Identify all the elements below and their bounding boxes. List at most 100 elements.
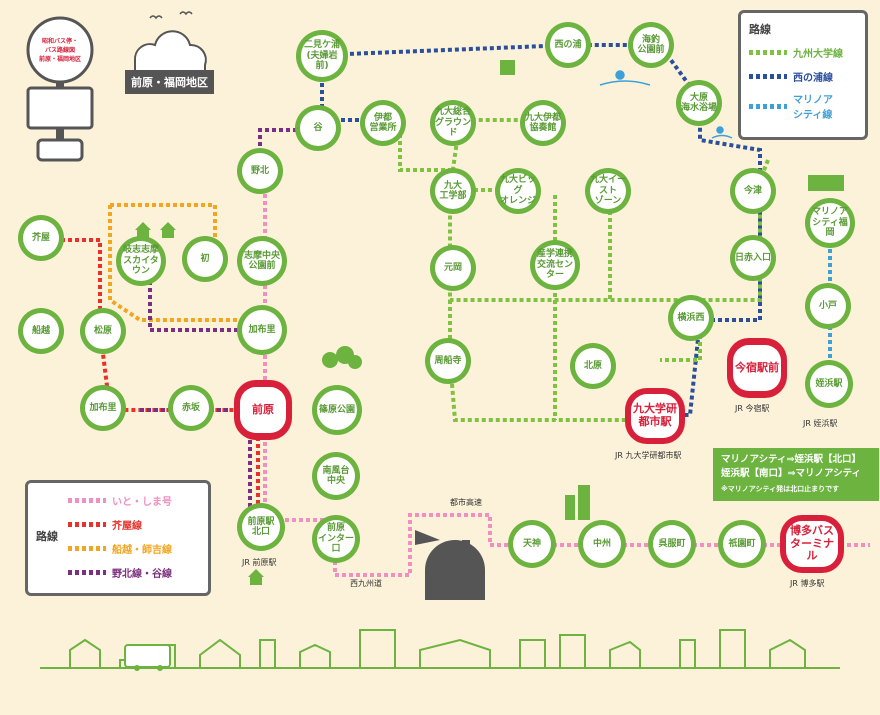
station-yokohama-nishi[interactable]: 横浜西 — [668, 295, 714, 341]
station-kitahara[interactable]: 北原 — [570, 343, 616, 389]
station-label: 呉服町 — [652, 524, 692, 564]
station-matsubara[interactable]: 松原 — [80, 308, 126, 354]
expressway-label-toshi: 都市高速 — [450, 498, 482, 507]
station-gionmachi[interactable]: 祇園町 — [718, 520, 766, 568]
legend-swatch — [68, 570, 106, 575]
hub-maebaru[interactable]: 前原 — [234, 380, 292, 440]
station-label: 加布里 — [84, 389, 122, 427]
trees-icon — [322, 346, 362, 369]
house-icon — [135, 222, 264, 585]
station-kishi-skytown[interactable]: 岐志志摩 スカイタウン — [116, 236, 166, 286]
hub-label: 今宿駅前 — [733, 344, 781, 392]
station-gofukumachi[interactable]: 呉服町 — [648, 520, 696, 568]
station-hatsu[interactable]: 初 — [182, 236, 228, 282]
station-label: マリノア シティ福岡 — [810, 203, 850, 243]
rail-label-jr-maebaru: JR 前原駅 — [242, 558, 277, 567]
station-gakkentoshi-center[interactable]: 産学連携 交流センター — [530, 240, 580, 290]
station-kyudai-east[interactable]: 九大イースト ゾーン — [585, 168, 631, 214]
station-minamikaze-chuo[interactable]: 南風台 中央 — [312, 452, 360, 500]
legend-item: いと・しま号 — [68, 493, 172, 508]
station-label: 海釣 公園前 — [632, 26, 670, 64]
expressway-label-nishikyushu: 西九州道 — [350, 579, 382, 588]
station-nakasu[interactable]: 中州 — [578, 520, 626, 568]
legend-title: 路線 — [749, 23, 771, 36]
station-futamigaura[interactable]: 二見ケ浦 (夫婦岩前) — [296, 30, 348, 82]
legend-item: 船越・師吉線 — [68, 541, 172, 556]
station-label: 九大 工学部 — [434, 172, 472, 210]
station-kyudai-kogakubu[interactable]: 九大 工学部 — [430, 168, 476, 214]
station-kafuri-2[interactable]: 加布里 — [80, 385, 126, 431]
station-nisseki-iriguchi[interactable]: 日赤入口 — [730, 235, 776, 281]
station-label: 岐志志摩 スカイタウン — [121, 241, 161, 281]
station-label: 大原 海水浴場 — [680, 84, 718, 122]
legend-swatch — [749, 103, 787, 109]
station-odo[interactable]: 小戸 — [805, 283, 851, 329]
bus-stop-sign — [26, 16, 94, 162]
stadium-illustration — [415, 530, 485, 600]
station-label: 赤坂 — [172, 389, 210, 427]
station-label: 谷 — [299, 109, 337, 147]
sign-text: 昭和バス停・ バス路線図 前原・福岡地区 — [38, 38, 81, 63]
station-keya[interactable]: 芥屋 — [18, 215, 64, 261]
station-marinoa-city[interactable]: マリノア シティ福岡 — [805, 198, 855, 248]
station-funakoshi[interactable]: 船越 — [18, 308, 64, 354]
station-ohara[interactable]: 大原 海水浴場 — [676, 80, 722, 126]
station-label: 日赤入口 — [734, 239, 772, 277]
bus-icon — [124, 644, 171, 671]
legend-label: 九州大学線 — [793, 49, 843, 60]
station-label: 二見ケ浦 (夫婦岩前) — [301, 35, 343, 77]
station-akasaka[interactable]: 赤坂 — [168, 385, 214, 431]
legend-swatch — [68, 522, 106, 527]
legend-label: 芥屋線 — [112, 521, 142, 532]
station-meinohama[interactable]: 姪浜駅 — [805, 360, 853, 408]
hub-label: 九大学研 都市駅 — [631, 394, 679, 438]
station-sueiji[interactable]: 周船寺 — [425, 338, 471, 384]
station-label: 初 — [186, 240, 224, 278]
station-nogita[interactable]: 野北 — [237, 148, 283, 194]
skyline-illustration — [50, 629, 830, 669]
station-kyudai-ground[interactable]: 九大総合 グラウンド — [430, 100, 476, 146]
station-imazu[interactable]: 今津 — [730, 168, 776, 214]
station-ito[interactable]: 伊都 営業所 — [360, 100, 406, 146]
station-motooka[interactable]: 元岡 — [430, 245, 476, 291]
station-label: 九大ビッグ オレンジ — [499, 172, 537, 210]
station-umizuri-koen[interactable]: 海釣 公園前 — [628, 22, 674, 68]
hub-imajuku[interactable]: 今宿駅前 — [727, 338, 787, 398]
station-shima-chuo-koen[interactable]: 志摩中央 公園前 — [237, 236, 287, 286]
legend-item: 西の浦線 — [749, 69, 833, 84]
station-label: 元岡 — [434, 249, 472, 287]
station-kyudai-big-orange[interactable]: 九大ビッグ オレンジ — [495, 168, 541, 214]
station-label: 祇園町 — [722, 524, 762, 564]
station-tani[interactable]: 谷 — [295, 105, 341, 151]
hub-hakata-terminal[interactable]: 博多バス ターミナル — [780, 515, 844, 573]
station-label: 中州 — [582, 524, 622, 564]
station-tenjin[interactable]: 天神 — [508, 520, 556, 568]
legend-item: 芥屋線 — [68, 517, 142, 532]
building-icon — [808, 175, 844, 191]
station-label: 志摩中央 公園前 — [242, 241, 282, 281]
hub-label: 前原 — [239, 386, 287, 434]
cloud-icon — [133, 30, 207, 76]
legend-label: 野北線・谷線 — [112, 569, 172, 580]
station-kafuri[interactable]: 加布里 — [237, 305, 287, 355]
station-maebaru-ic[interactable]: 前原 インター口 — [312, 515, 360, 563]
station-hatae-park[interactable]: 篠原公園 — [312, 385, 362, 435]
station-label: 船越 — [22, 312, 60, 350]
legend-item: 九州大学線 — [749, 45, 843, 60]
station-label: 松原 — [84, 312, 122, 350]
station-label: 周船寺 — [429, 342, 467, 380]
birds-icon — [149, 11, 193, 20]
legend-swatch — [68, 498, 106, 503]
station-maebaru-kitaguchi[interactable]: 前原駅 北口 — [237, 503, 285, 551]
station-label: 北原 — [574, 347, 612, 385]
hub-kyudai-gakkentoshi[interactable]: 九大学研 都市駅 — [625, 388, 685, 444]
info-line-2: 姪浜駅【南口】⇒マリノアシティ — [721, 468, 862, 480]
station-label: 野北 — [241, 152, 279, 190]
marinoa-info-box: マリノアシティ⇒姪浜駅【北口】 姪浜駅【南口】⇒マリノアシティ ※マリノアシティ… — [713, 448, 879, 501]
station-nishinoura[interactable]: 西の浦 — [545, 22, 591, 68]
station-kyudai-ito-kyoshoku[interactable]: 九大伊都 協奏館 — [520, 100, 566, 146]
station-label: 芥屋 — [22, 219, 60, 257]
legend-item: マリノア シティ線 — [749, 91, 833, 121]
station-label: 姪浜駅 — [809, 364, 849, 404]
rail-label-jr-imajuku: JR 今宿駅 — [735, 404, 770, 413]
